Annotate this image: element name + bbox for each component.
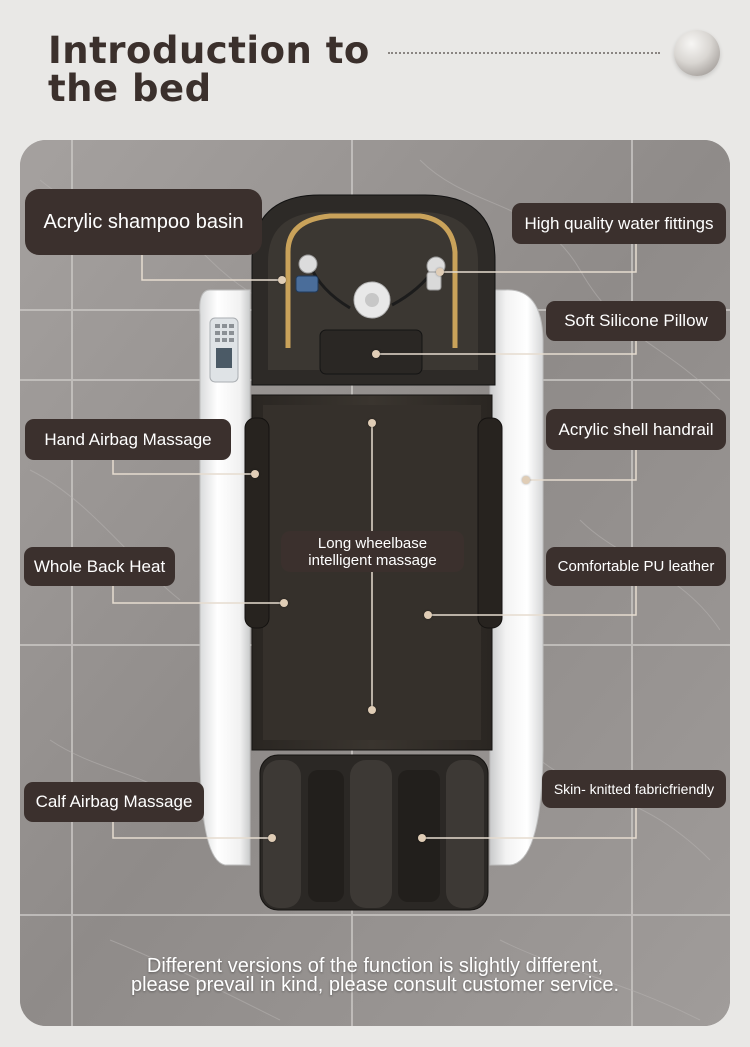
callout-soft-silicone-pillow-text: Soft Silicone Pillow — [564, 311, 708, 330]
marker-dot-fittings — [436, 268, 444, 276]
callout-long-wheelbase-line-2: intelligent massage — [308, 551, 437, 569]
dotted-divider — [388, 52, 660, 54]
footer-disclaimer-line-1: Different versions of the function is sl… — [146, 955, 604, 977]
calf-massager — [259, 754, 489, 911]
callout-skin-knitted-fabric: Skin- knitted fabricfriendly — [542, 770, 726, 808]
marker-dot-fabric — [418, 834, 426, 842]
callout-hand-airbag-massage: Hand Airbag Massage — [25, 419, 231, 460]
marker-dot-wheelbase-top — [368, 419, 376, 427]
silicone-pillow — [319, 329, 423, 375]
callout-acrylic-shampoo-basin: Acrylic shampoo basin — [25, 189, 262, 255]
callout-comfortable-pu-leather: Comfortable PU leather — [546, 547, 726, 586]
callout-acrylic-shampoo-basin-text: Acrylic shampoo basin — [43, 210, 244, 233]
marker-dot-pu-leather — [424, 611, 432, 619]
callout-soft-silicone-pillow: Soft Silicone Pillow — [546, 301, 726, 341]
marker-dot-basin — [278, 276, 286, 284]
marker-dot-hand-airbag — [251, 470, 259, 478]
page-title: Introduction to the bed — [48, 32, 370, 108]
callout-calf-airbag-massage-text: Calf Airbag Massage — [35, 792, 193, 811]
marker-dot-wheelbase-bottom — [368, 706, 376, 714]
page-title-line-2: the bed — [48, 67, 212, 110]
marker-dot-pillow — [372, 350, 380, 358]
callout-long-wheelbase-line-1: Long wheelbase — [317, 534, 428, 552]
callout-high-quality-water-fittings: High quality water fittings — [512, 203, 726, 244]
footer-disclaimer: Different versions of the function is sl… — [0, 955, 750, 996]
callout-comfortable-pu-leather-text: Comfortable PU leather — [557, 558, 715, 575]
callout-whole-back-heat: Whole Back Heat — [24, 547, 175, 586]
marker-dot-handrail — [522, 476, 530, 484]
callout-acrylic-shell-handrail: Acrylic shell handrail — [546, 409, 726, 450]
callout-long-wheelbase-intelligent-massage: Long wheelbase intelligent massage — [281, 531, 464, 572]
footer-disclaimer-line-2: please prevail in kind, please consult c… — [130, 974, 620, 996]
callout-calf-airbag-massage: Calf Airbag Massage — [24, 782, 204, 822]
page-title-line-1: Introduction to — [48, 29, 370, 72]
gold-faucet-arch — [285, 213, 458, 348]
callout-high-quality-water-fittings-text: High quality water fittings — [524, 213, 714, 233]
callout-whole-back-heat-text: Whole Back Heat — [33, 556, 166, 576]
marker-dot-back-heat — [280, 599, 288, 607]
marker-dot-calf — [268, 834, 276, 842]
callout-acrylic-shell-handrail-text: Acrylic shell handrail — [558, 419, 714, 439]
callout-hand-airbag-massage-text: Hand Airbag Massage — [44, 429, 212, 449]
callout-skin-knitted-fabric-text: Skin- knitted fabricfriendly — [553, 781, 715, 797]
shampoo-bed-illustration — [199, 194, 544, 911]
decorative-orb — [674, 30, 720, 76]
